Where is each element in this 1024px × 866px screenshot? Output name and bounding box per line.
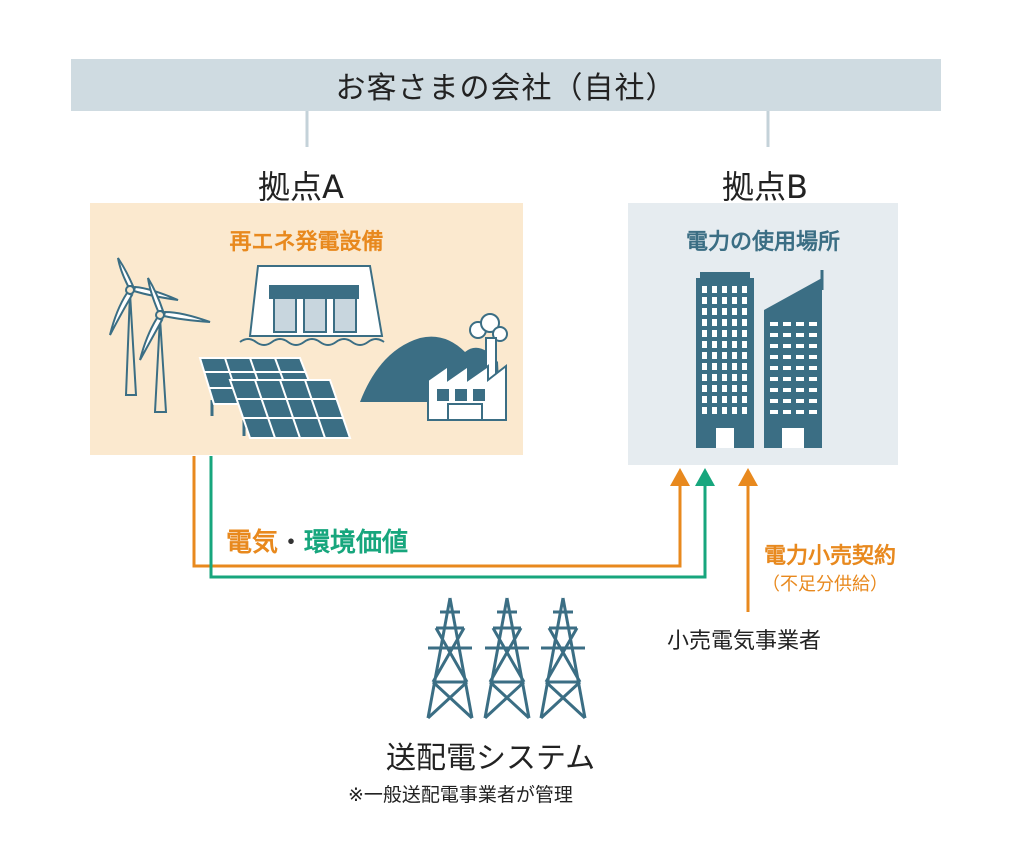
retail-contract-label: 電力小売契約 (764, 544, 897, 569)
renewable-facility-title: 再エネ発電設備 (229, 230, 384, 255)
office-building-icon (696, 270, 824, 448)
electricity-arrowhead (670, 468, 690, 486)
transmission-tower (426, 597, 474, 720)
retail-provider-label: 小売電気事業者 (667, 629, 822, 654)
flow-caption: 電気・環境価値 (226, 522, 408, 559)
grid-title: 送配電システム (386, 741, 596, 776)
solar-panel-icon (198, 357, 352, 439)
environmental-value-arrowhead (695, 468, 715, 486)
factory-icon (427, 313, 508, 421)
transmission-tower (539, 597, 587, 720)
company-banner: お客さまの会社（自社） (71, 59, 941, 111)
electricity-flow-line (192, 456, 682, 568)
flow-separator: ・ (278, 528, 305, 558)
site-b-usage-box: 電力の使用場所 (628, 203, 898, 465)
grid-note: ※一般送配電事業者が管理 (348, 784, 573, 806)
wind-turbine-icon (109, 257, 211, 413)
retail-contract-arrowhead (738, 468, 758, 486)
site-b-label: 拠点B (722, 168, 808, 206)
environmental-value-flow-line (209, 456, 707, 579)
electricity-label: 電気 (226, 528, 279, 558)
transmission-tower (483, 597, 531, 720)
transmission-tower-icon (426, 597, 587, 720)
power-usage-location-title: 電力の使用場所 (685, 230, 840, 255)
company-title: お客さまの会社（自社） (335, 71, 677, 106)
retail-contract-note: （不足分供給） (762, 574, 888, 595)
site-a-label: 拠点A (258, 168, 344, 206)
hydro-dam-icon (239, 265, 385, 346)
environmental-value-label: 環境価値 (304, 528, 409, 558)
